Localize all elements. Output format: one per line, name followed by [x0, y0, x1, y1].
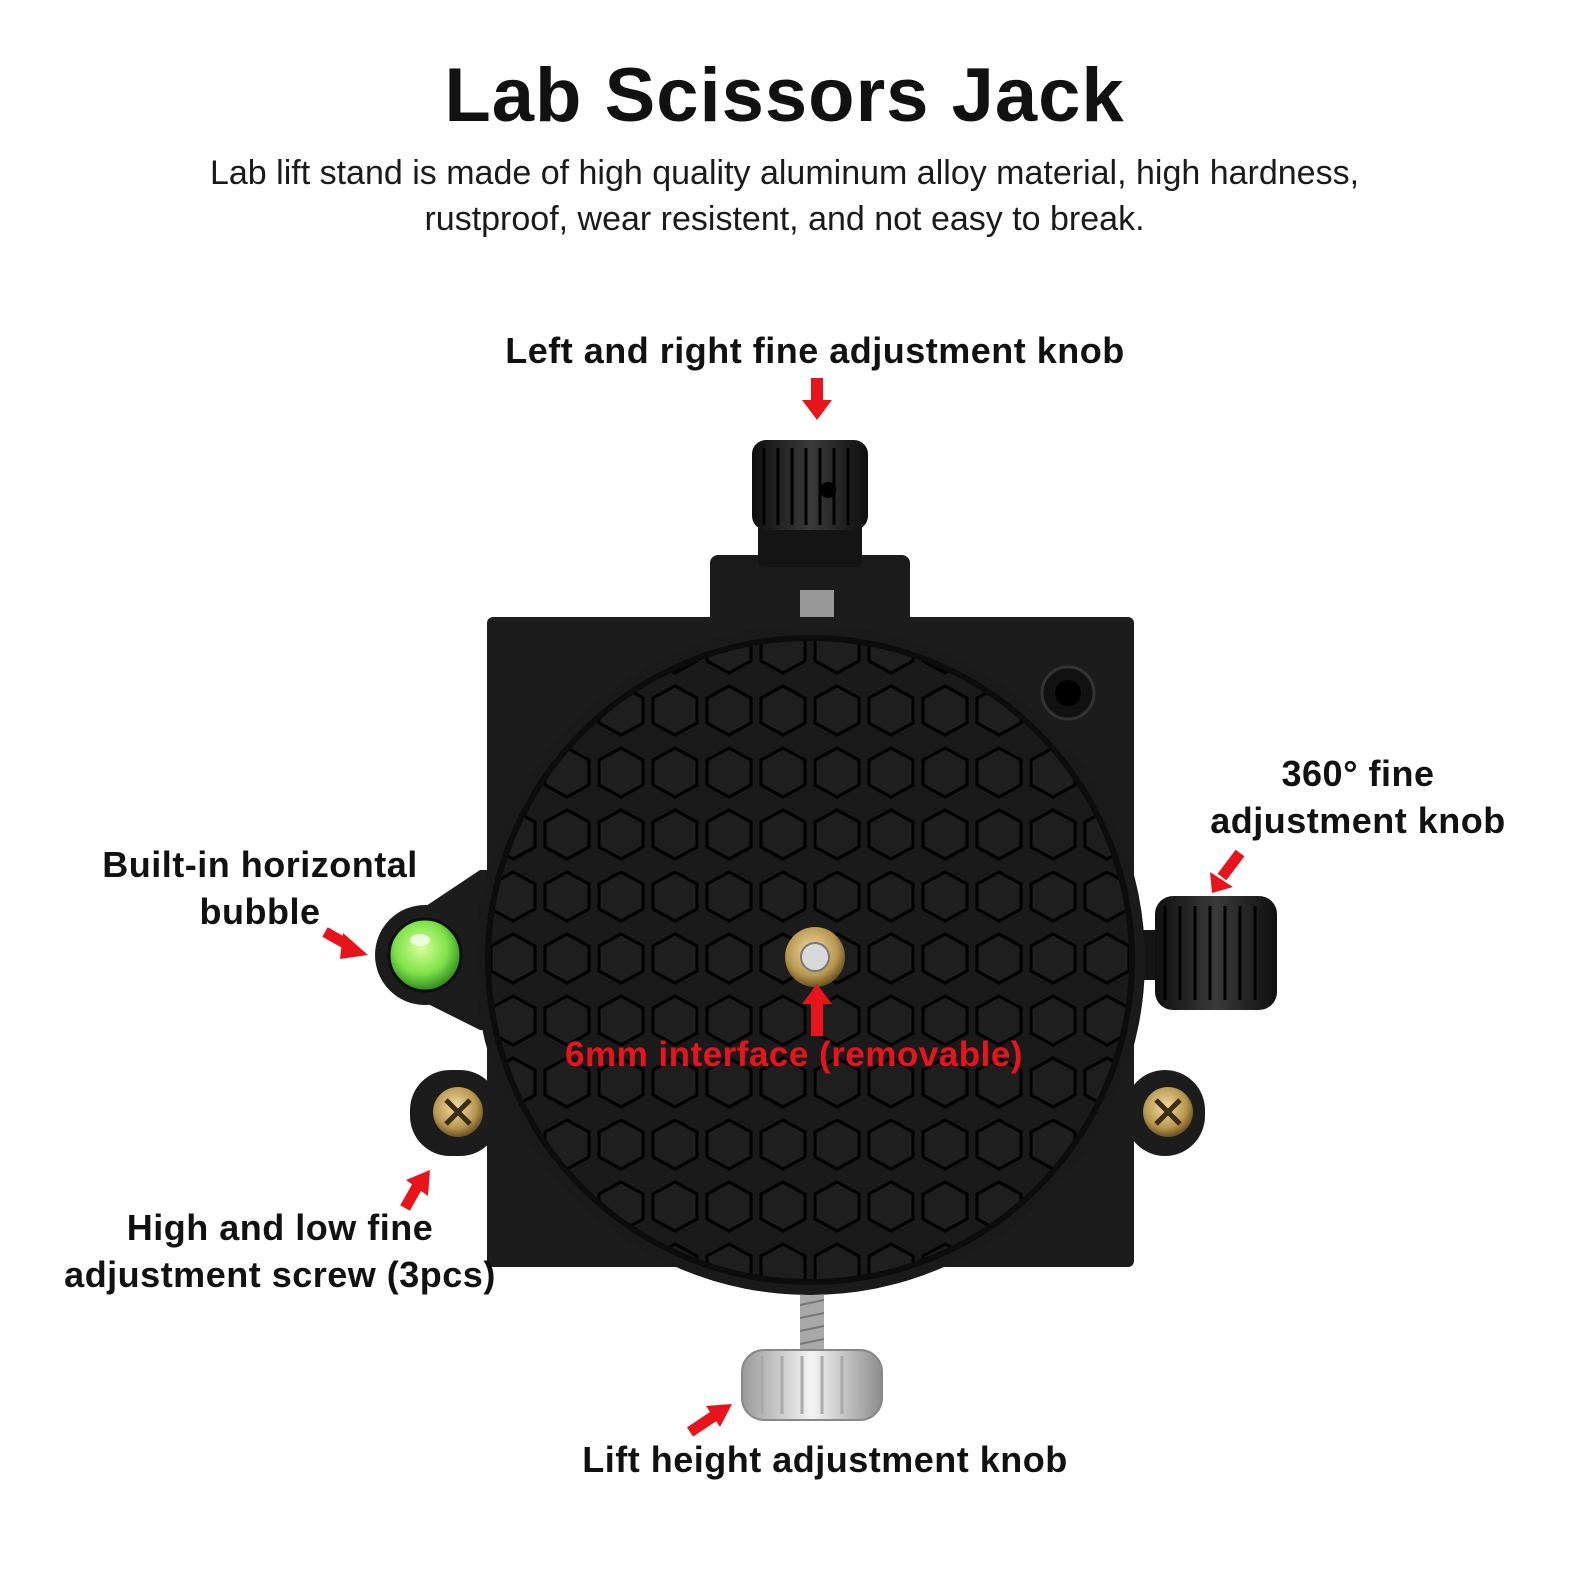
lift-knob-label: Lift height adjustment knob — [582, 1439, 1068, 1480]
horizontal-bubble-level — [375, 870, 500, 1030]
diagonal-arrow-icon — [686, 1404, 732, 1437]
adjustment-screw-right — [1125, 1070, 1205, 1156]
page-title: Lab Scissors Jack — [444, 53, 1125, 138]
6mm-interface — [785, 927, 845, 987]
up-arrow-icon — [802, 984, 832, 1036]
left-right-knob-label: Left and right fine adjustment knob — [505, 330, 1125, 371]
diagonal-arrow-icon — [322, 927, 368, 959]
left-right-adjustment-knob — [710, 440, 910, 630]
rotation-knob-label: 360° fine adjustment knob — [1210, 753, 1506, 841]
diagonal-arrow-icon — [400, 1170, 430, 1211]
screw-label: High and low fine adjustment screw (3pcs… — [64, 1207, 496, 1295]
interface-label: 6mm interface (removable) — [565, 1035, 1023, 1074]
diagonal-arrow-icon — [1210, 849, 1245, 893]
description-line-1: Lab lift stand is made of high quality a… — [209, 154, 1360, 192]
bubble-label: Built-in horizontal bubble — [102, 844, 418, 932]
rotation-adjustment-knob — [1130, 896, 1277, 1010]
adjustment-screw-left — [410, 1070, 500, 1156]
lift-height-knob — [741, 1295, 883, 1421]
down-arrow-icon — [802, 378, 832, 420]
product-description: Lab lift stand is made of high quality a… — [100, 150, 1469, 242]
description-line-2: rustproof, wear resistent, and not easy … — [424, 200, 1145, 238]
